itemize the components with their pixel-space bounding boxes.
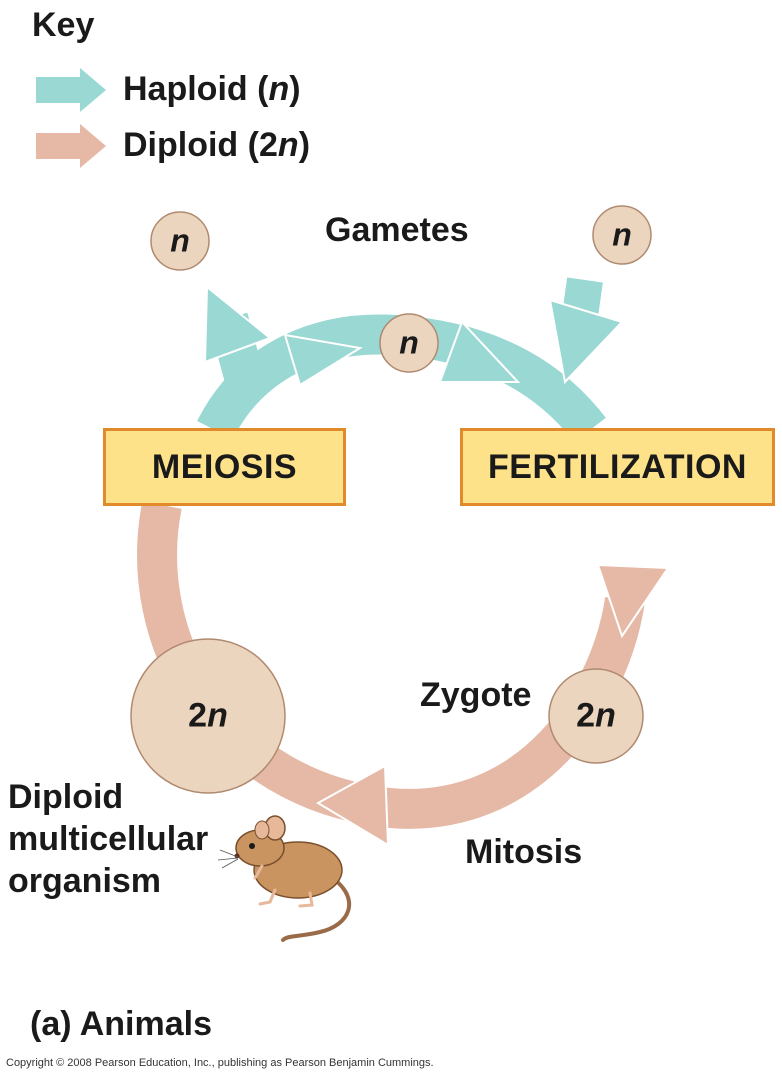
copyright-notice: Copyright © 2008 Pearson Education, Inc.… <box>6 1057 434 1069</box>
zygote-label: Zygote <box>420 676 532 714</box>
gametes-label: Gametes <box>325 211 469 249</box>
haploid-arrowhead-left-gamete <box>203 284 272 364</box>
organism-label-line3: organism <box>8 862 162 900</box>
gamete-center-symbol: n <box>399 324 419 361</box>
haploid-arrowhead-right-gamete <box>548 298 624 385</box>
key-diploid-text: Diploid (2n) <box>123 126 311 164</box>
meiosis-label: MEIOSIS <box>151 447 298 486</box>
zygote-symbol: 2n <box>576 697 616 736</box>
diploid-arrowhead-right <box>596 563 670 639</box>
zygote-cell <box>548 668 644 764</box>
gamete-right-symbol: n <box>612 216 632 253</box>
diploid-arrowhead-mitosis <box>315 764 390 847</box>
zygote-symbol-num: 2 <box>576 696 596 735</box>
gamete-left-symbol: n <box>170 222 190 259</box>
key-haploid-label: Haploid <box>123 70 248 108</box>
organism-symbol-var: n <box>207 696 228 735</box>
caption: (a) Animals <box>30 1005 213 1043</box>
key-title: Key <box>32 6 95 44</box>
organism-label-line2: multicellular <box>8 820 209 858</box>
mouse-illustration <box>217 815 352 942</box>
diploid-swatch-arrow-icon <box>36 124 106 168</box>
fertilization-label: FERTILIZATION <box>488 447 747 486</box>
fertilization-box: FERTILIZATION <box>460 428 775 506</box>
key-diploid-num: 2 <box>258 126 278 164</box>
gamete-center-cell <box>379 313 439 373</box>
gamete-right-cell <box>592 205 652 265</box>
mitosis-label: Mitosis <box>465 833 583 871</box>
key-haploid-row: Haploid (n) <box>30 68 350 112</box>
key-diploid-var: n <box>277 126 299 164</box>
haploid-swatch-arrow-icon <box>36 68 106 112</box>
zygote-symbol-var: n <box>595 696 616 735</box>
haploid-arrowhead-right <box>438 320 521 383</box>
organism-label: Diploid multicellular organism <box>8 776 208 902</box>
key-diploid-row: Diploid (2n) <box>30 124 350 168</box>
key-haploid-symbol: n <box>268 70 290 108</box>
organism-cell <box>130 638 286 794</box>
key-diploid-label: Diploid <box>123 126 239 164</box>
haploid-arrowhead-center <box>283 333 363 387</box>
gamete-left-cell <box>150 211 210 271</box>
organism-symbol: 2n <box>188 697 228 736</box>
key-haploid-text: Haploid (n) <box>123 70 301 108</box>
organism-label-line1: Diploid <box>8 778 124 816</box>
organism-symbol-num: 2 <box>188 696 208 735</box>
meiosis-box: MEIOSIS <box>103 428 346 506</box>
